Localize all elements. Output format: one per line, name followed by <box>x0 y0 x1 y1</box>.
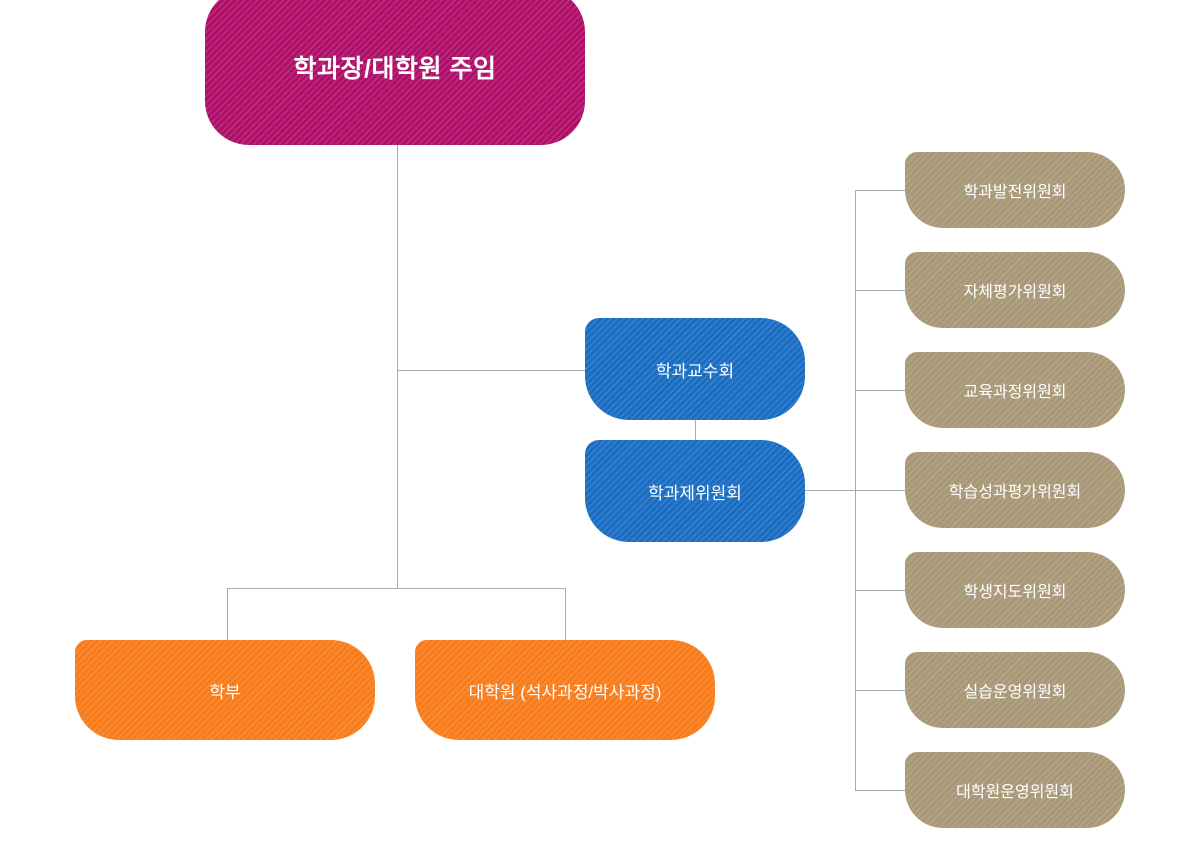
org-box-label: 학부 <box>209 682 241 702</box>
connector-stub-committee-1 <box>855 290 905 291</box>
org-box-committee-4: 학생지도위원회 <box>905 552 1125 628</box>
connector-root-trunk <box>397 145 398 588</box>
connector-stub-committee-4 <box>855 590 905 591</box>
org-box-graduate-school: 대학원 (석사과정/박사과정) <box>415 640 715 740</box>
connector-council-to-hub <box>695 420 696 440</box>
connector-stub-committee-6 <box>855 790 905 791</box>
connector-stub-committee-2 <box>855 390 905 391</box>
connector-stub-committee-3 <box>855 490 905 491</box>
connector-hub-to-right-trunk <box>805 490 855 491</box>
org-box-label: 자체평가위원회 <box>963 284 1067 301</box>
org-box-label: 실습운영위원회 <box>963 684 1067 701</box>
org-box-committee-6: 대학원운영위원회 <box>905 752 1125 828</box>
org-box-committee-0: 학과발전위원회 <box>905 152 1125 228</box>
org-box-label: 교육과정위원회 <box>963 384 1067 401</box>
org-box-label: 대학원 (석사과정/박사과정) <box>468 682 662 702</box>
connector-drop-program-0 <box>227 588 228 640</box>
org-box-label: 학습성과평가위원회 <box>948 484 1082 501</box>
connector-trunk-to-council <box>397 370 585 371</box>
org-box-department-head: 학과장/대학원 주임 <box>205 0 585 145</box>
connector-drop-program-1 <box>565 588 566 640</box>
org-box-committee-2: 교육과정위원회 <box>905 352 1125 428</box>
org-box-committee-3: 학습성과평가위원회 <box>905 452 1125 528</box>
org-box-faculty-council: 학과교수회 <box>585 318 805 420</box>
org-box-label: 학과장/대학원 주임 <box>293 54 497 83</box>
org-box-undergraduate: 학부 <box>75 640 375 740</box>
org-box-committee-1: 자체평가위원회 <box>905 252 1125 328</box>
org-box-label: 학과발전위원회 <box>963 184 1067 201</box>
org-box-label: 학과제위원회 <box>648 483 742 503</box>
connector-stub-committee-5 <box>855 690 905 691</box>
org-box-label: 대학원운영위원회 <box>956 784 1074 801</box>
org-box-committee-5: 실습운영위원회 <box>905 652 1125 728</box>
connector-programs-bar <box>227 588 565 589</box>
org-box-label: 학과교수회 <box>655 361 735 381</box>
org-box-committee-hub: 학과제위원회 <box>585 440 805 542</box>
org-box-label: 학생지도위원회 <box>963 584 1067 601</box>
connector-stub-committee-0 <box>855 190 905 191</box>
